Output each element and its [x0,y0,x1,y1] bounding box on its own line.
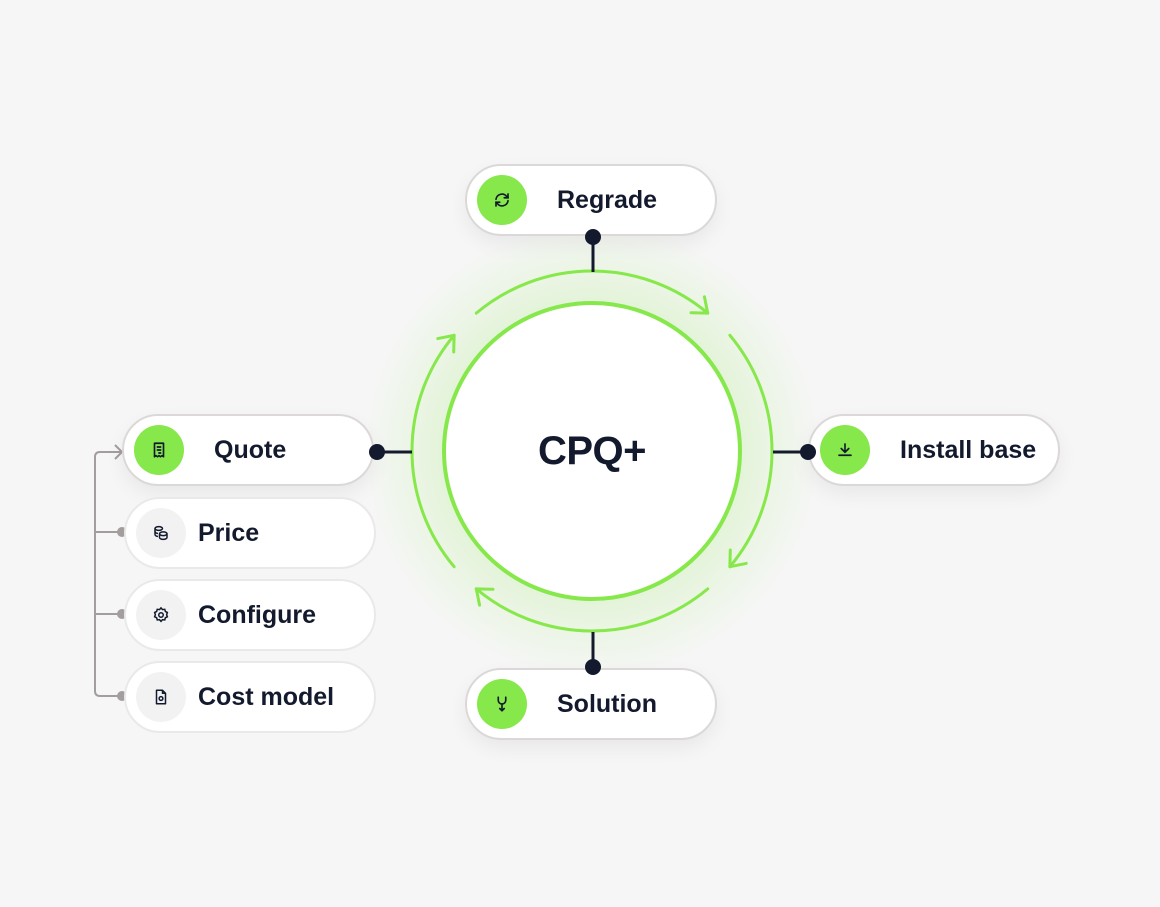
receipt-icon [134,425,184,475]
arrowhead-icon [474,587,495,607]
cycle-arc-left [410,333,456,569]
file-gear-icon [136,672,186,722]
sub-item-label: Configure [198,600,317,629]
sub-item-price[interactable]: Price [124,497,376,569]
node-label: Install base [900,435,1037,464]
node-label: Solution [557,689,657,718]
sub-item-cost-model[interactable]: Cost model [124,661,376,733]
coins-icon [136,508,186,558]
node-quote[interactable]: Quote [122,414,374,486]
node-label: Quote [214,435,287,464]
node-solution[interactable]: Solution [465,668,717,740]
node-install-base[interactable]: Install base [808,414,1060,486]
arrowhead-icon [436,333,456,354]
node-label: Regrade [557,185,658,214]
refresh-icon [477,175,527,225]
sub-item-label: Price [198,518,260,547]
sub-item-configure[interactable]: Configure [124,579,376,651]
sub-item-label: Cost model [198,682,335,711]
arrowhead-icon [689,295,710,315]
cycle-arc-right [728,333,774,569]
center-label: CPQ+ [537,428,647,473]
download-icon [820,425,870,475]
cpq-center-circle: CPQ+ [442,301,742,601]
merge-icon [477,679,527,729]
sub-items-bracket [94,451,122,697]
node-regrade[interactable]: Regrade [465,164,717,236]
arrowhead-icon [728,548,748,569]
gear-icon [136,590,186,640]
cycle-arc-bottom [474,587,710,633]
